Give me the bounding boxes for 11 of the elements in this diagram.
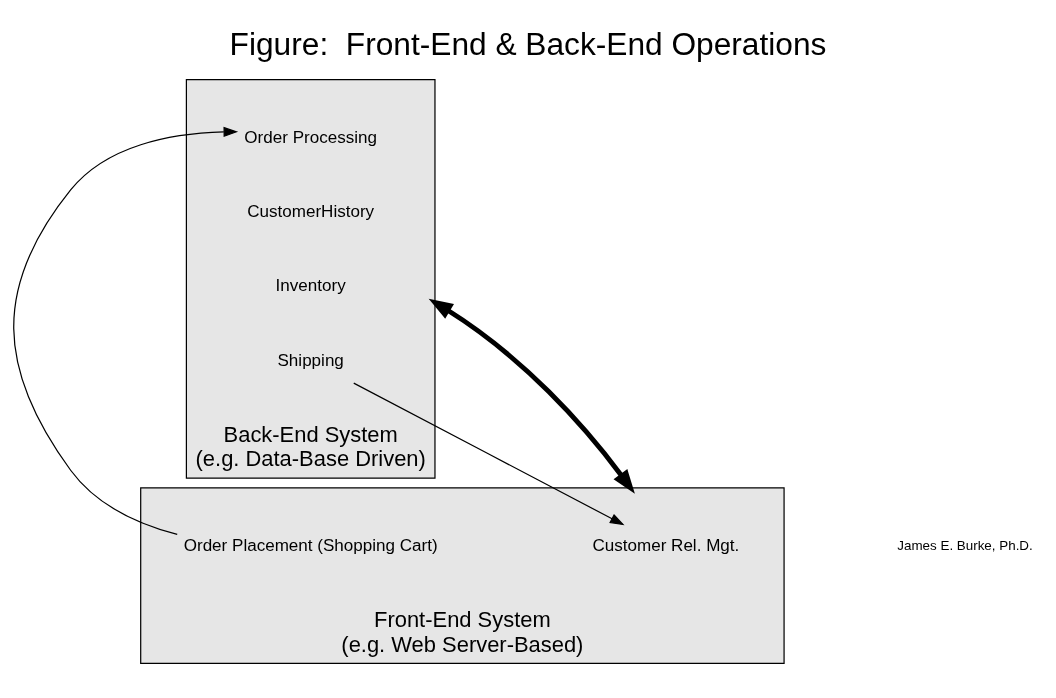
node-text: Order Placement (Shopping Cart): [183, 535, 438, 555]
arrow: [13, 126, 239, 536]
node-text: Order Processing: [244, 127, 377, 147]
arrow: [428, 298, 635, 494]
node-text: Inventory: [275, 276, 346, 296]
node-text: Shipping: [277, 350, 344, 370]
node-text: CustomerHistory: [247, 202, 375, 222]
label: James E. Burke, Ph.D.: [897, 537, 1033, 553]
diagram-title: Figure: Front-End & Back-End Operations: [229, 26, 827, 63]
arrow: [353, 382, 625, 526]
node-text: Customer Rel. Mgt.: [592, 535, 740, 555]
